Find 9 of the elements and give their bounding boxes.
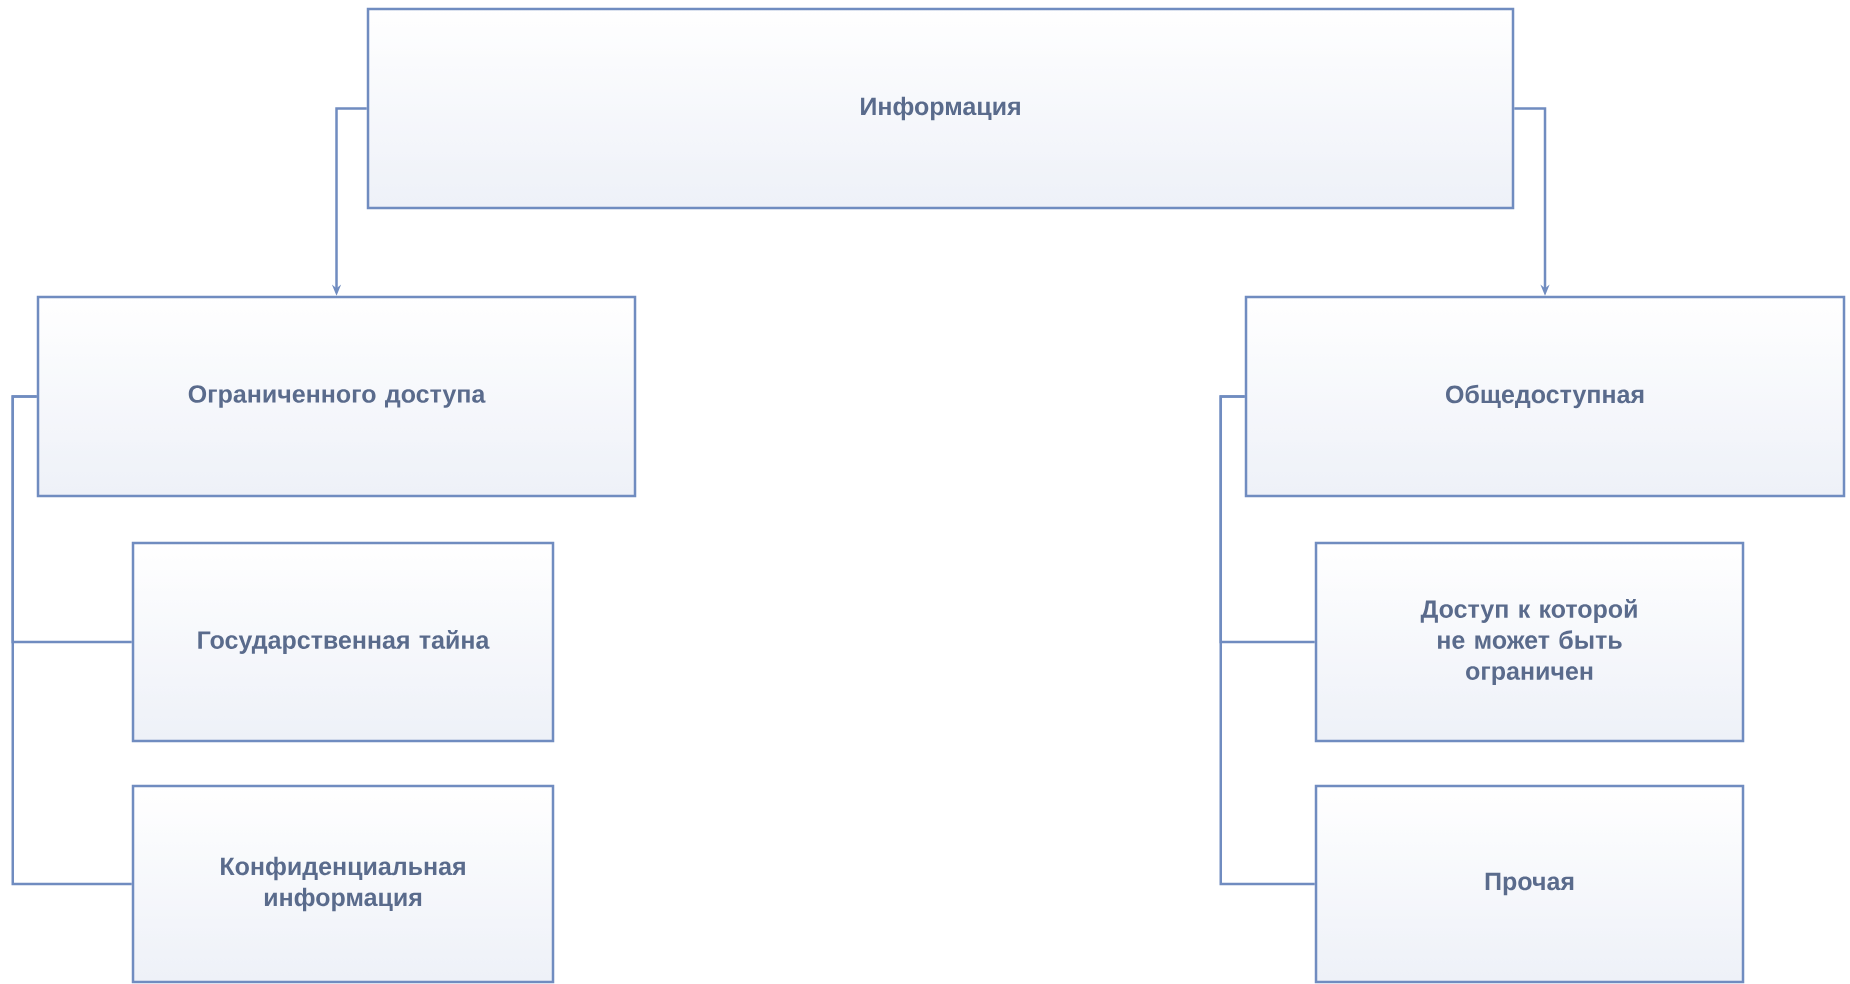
box: Ограниченного доступа	[36, 295, 637, 498]
box: Государственная тайна	[131, 541, 555, 743]
connector	[1219, 395, 1315, 886]
connector	[11, 395, 132, 886]
box: Информация	[366, 7, 1515, 210]
box: Общедоступная	[1244, 295, 1846, 498]
box: Конфиденциальная информация	[131, 784, 555, 984]
box: Доступ к которой не может быть ограничен	[1314, 541, 1745, 743]
box: Прочая	[1314, 784, 1745, 984]
